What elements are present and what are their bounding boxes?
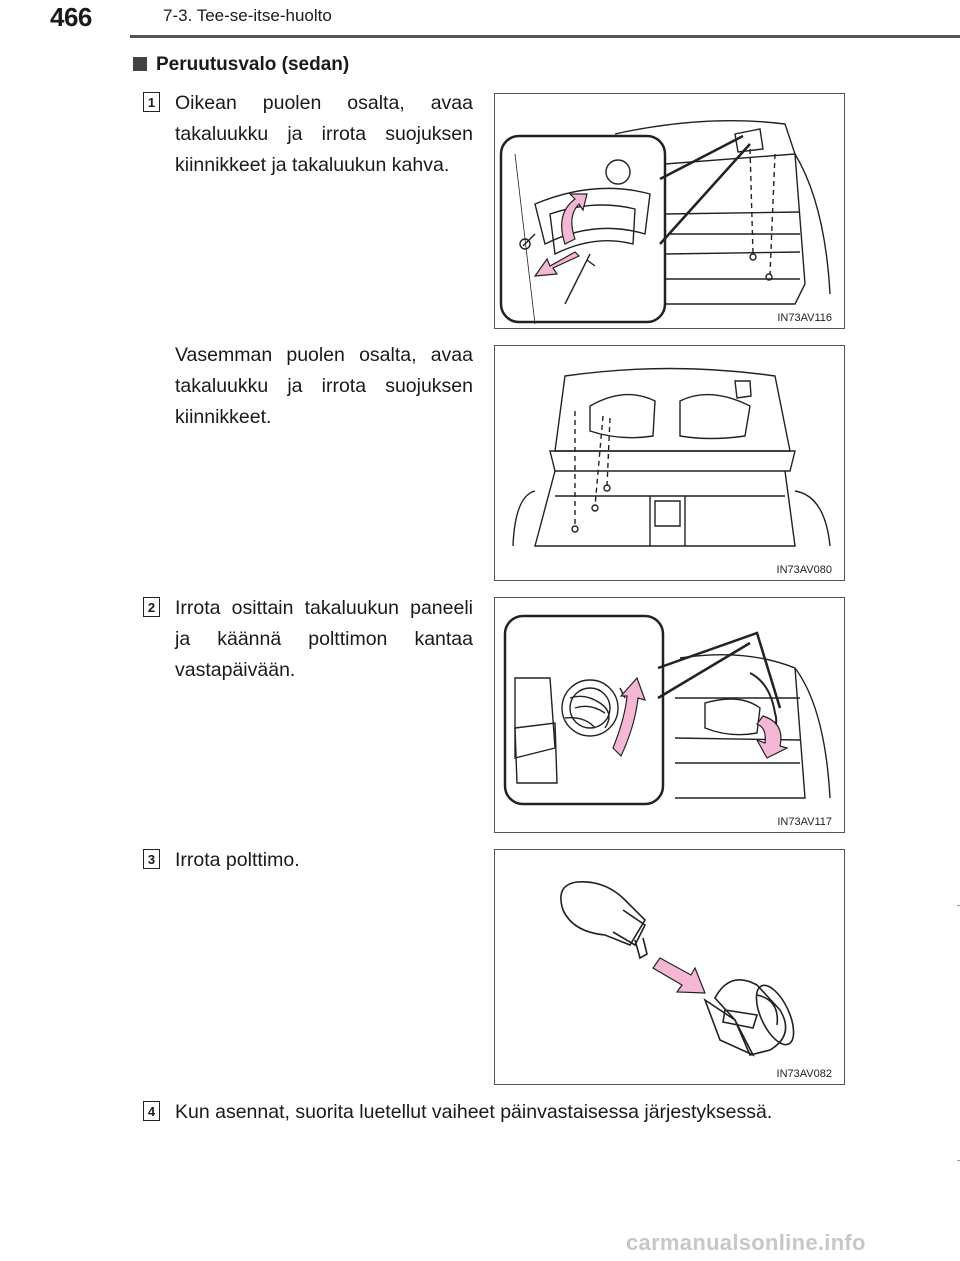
panel-socket-illustration <box>503 614 831 806</box>
square-bullet-icon <box>133 57 147 71</box>
step-1-text: Oikean puolen osalta, avaa takaluukku ja… <box>175 92 473 176</box>
step-2-text: Irrota osittain takaluukun paneeli ja kä… <box>175 597 473 681</box>
margin-tick <box>957 1160 960 1161</box>
bulb-removal-illustration <box>560 881 795 1057</box>
figure-id: IN73AV117 <box>775 816 834 828</box>
figure-id: IN73AV116 <box>775 312 834 324</box>
step-number-1: 1 <box>143 92 160 112</box>
step-4-text: Kun asennat, suorita luetellut vaiheet p… <box>175 1101 773 1123</box>
section-title: Peruutusvalo (sedan) <box>133 54 349 76</box>
header-rule <box>130 35 960 38</box>
page-header: 466 7-3. Tee-se-itse-huolto <box>0 0 960 40</box>
section-title-text: Peruutusvalo (sedan) <box>156 54 350 75</box>
figure-trunk-left-cover: IN73AV080 <box>494 345 845 581</box>
step-1-text-left-side: Vasemman puolen osalta, avaa takaluukku … <box>175 344 473 428</box>
step-number-3: 3 <box>143 849 160 869</box>
figure-id: IN73AV082 <box>774 1068 834 1080</box>
chapter-title: 7-3. Tee-se-itse-huolto <box>163 6 332 25</box>
step-number-4: 4 <box>143 1101 160 1121</box>
page-number: 466 <box>50 2 92 32</box>
margin-tick <box>957 905 960 906</box>
figure-panel-bulb-socket: IN73AV117 <box>494 597 845 833</box>
figure-trunk-right-cover: IN73AV116 <box>494 93 845 329</box>
footer-watermark: carmanualsonline.info <box>626 1230 866 1255</box>
step-3-text: Irrota polttimo. <box>175 849 300 871</box>
figure-bulb-removal: IN73AV082 <box>494 849 845 1085</box>
step-number-2: 2 <box>143 597 160 617</box>
trunk-left-illustration <box>512 367 831 547</box>
trunk-right-illustration <box>499 119 831 325</box>
figure-id: IN73AV080 <box>774 564 834 576</box>
